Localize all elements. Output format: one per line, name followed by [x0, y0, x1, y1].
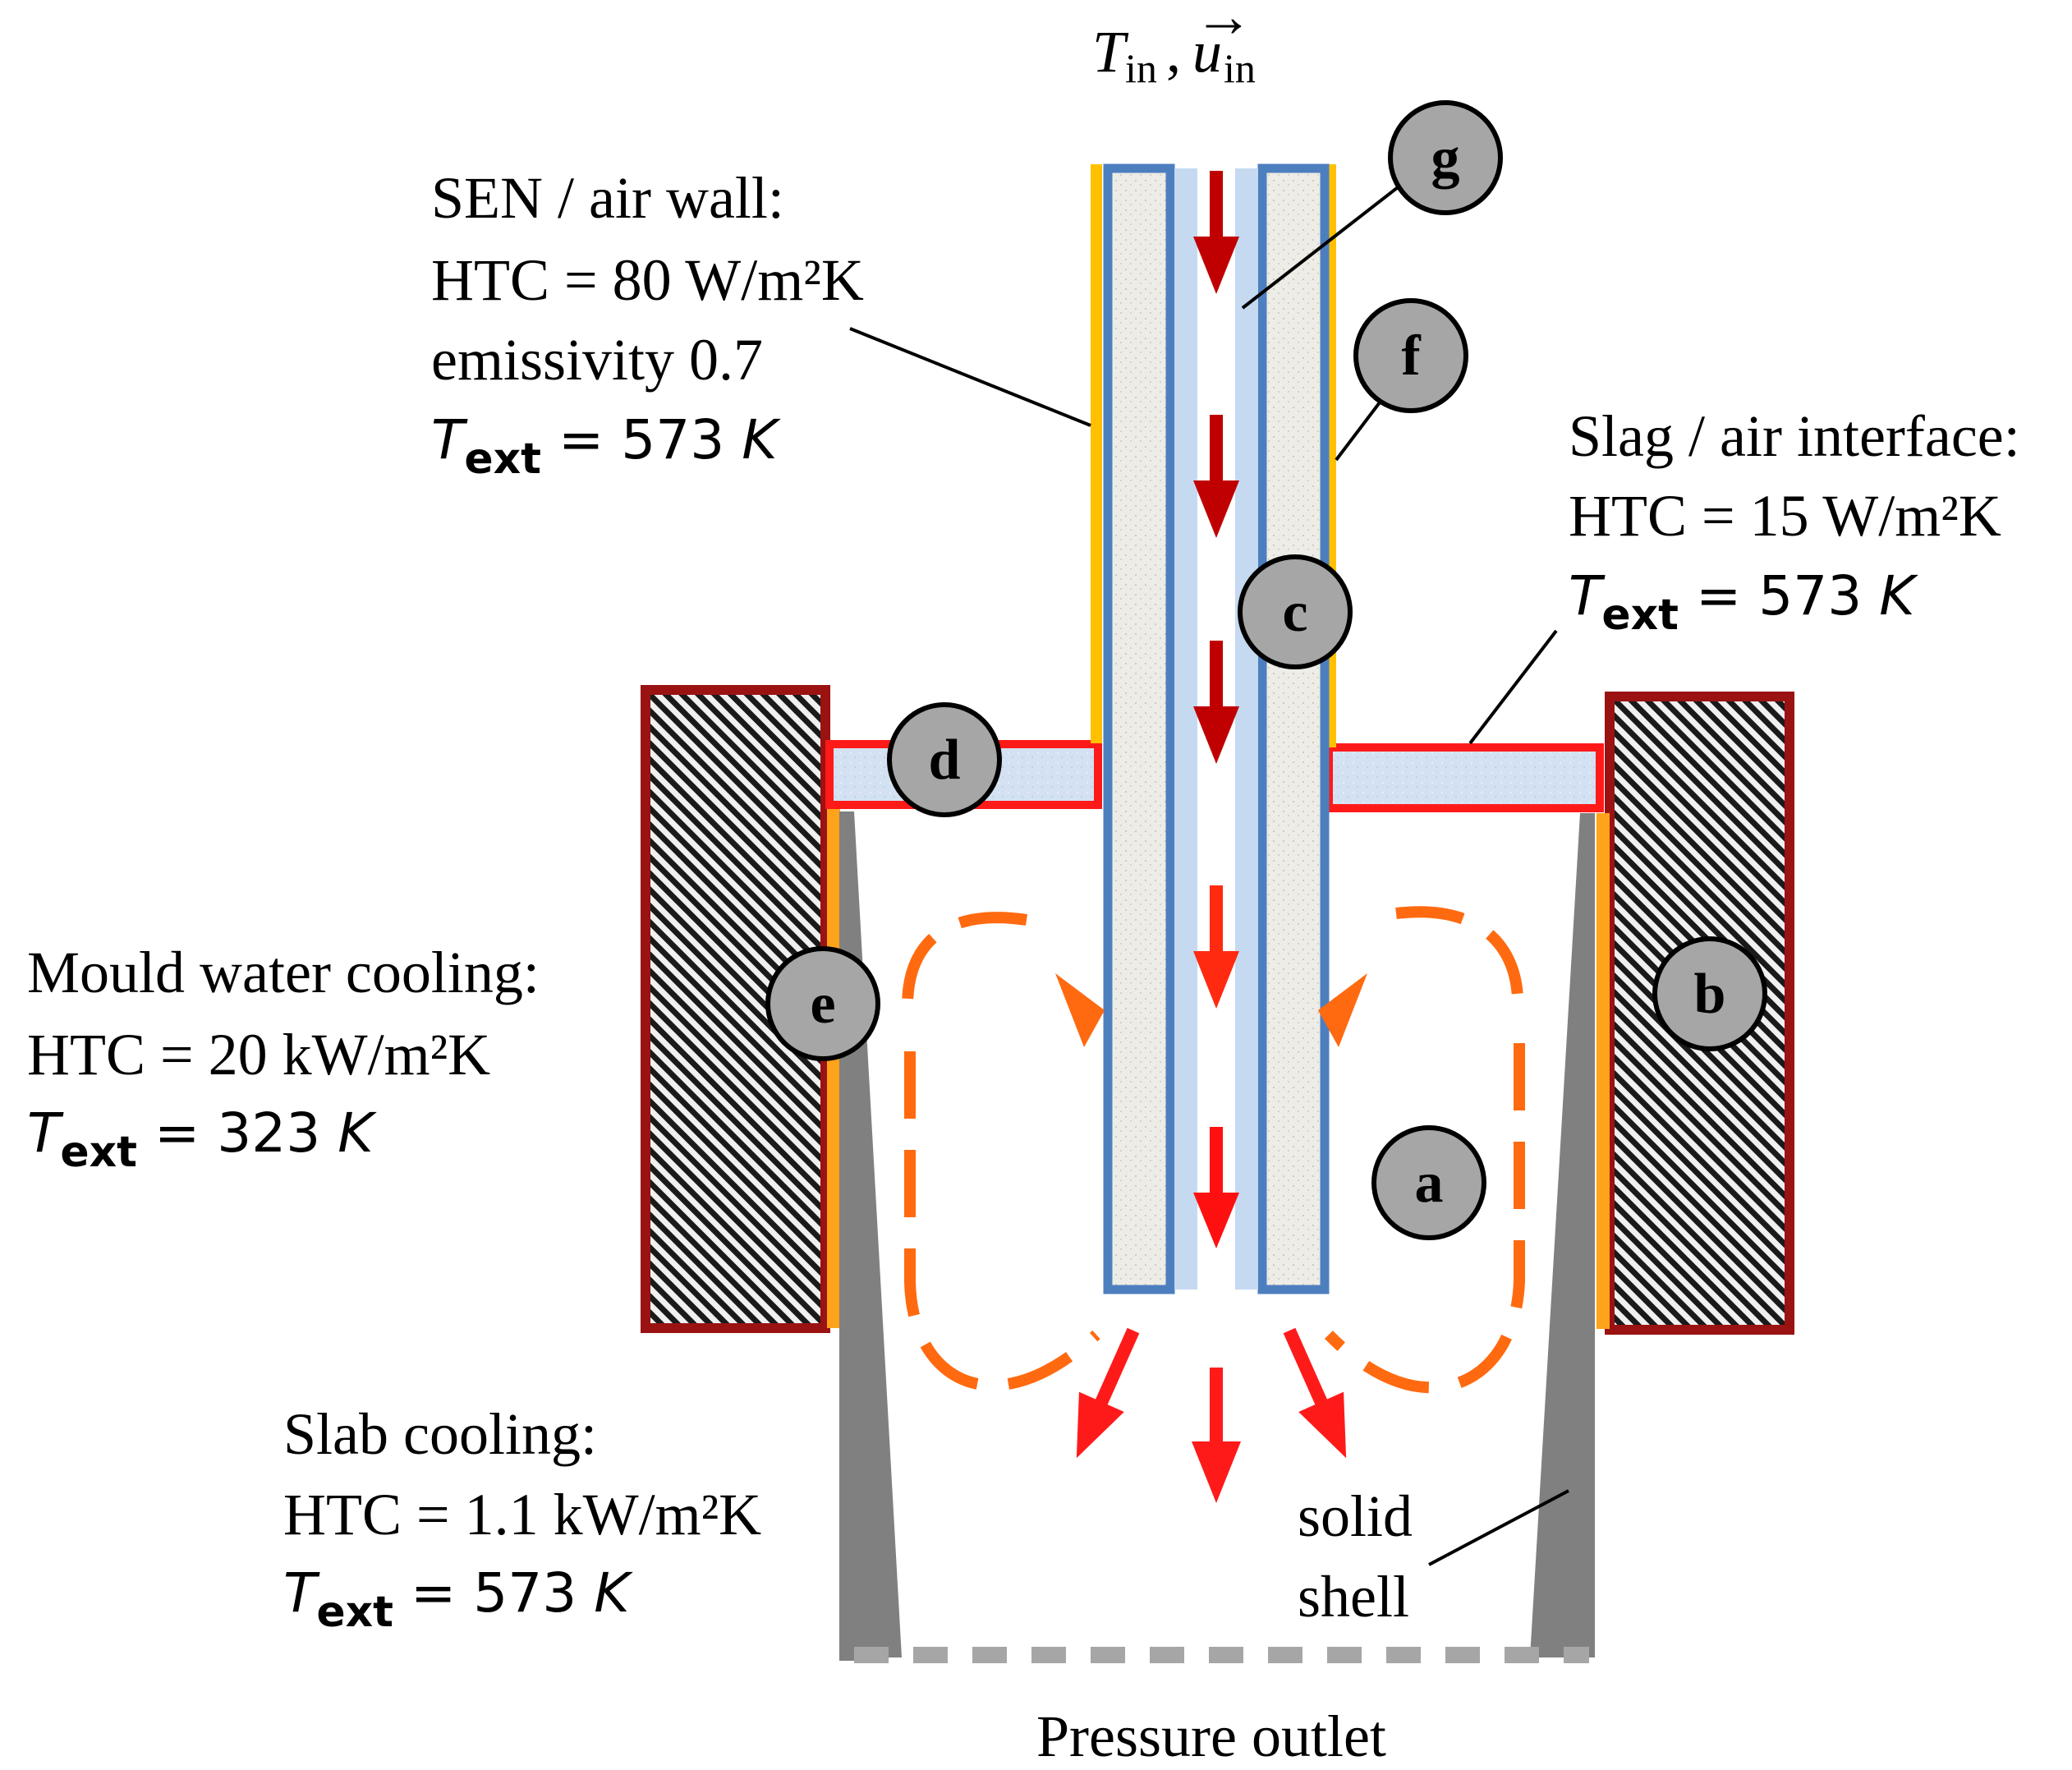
- sen-air-wall-title: SEN / air wall:: [431, 165, 784, 231]
- marker-g-label: g: [1431, 126, 1460, 190]
- marker-c: c: [1238, 554, 1353, 669]
- sen-air-wall-left: [1091, 164, 1102, 743]
- slag-air-text: Text = 573 K: [1569, 564, 1918, 640]
- sen-air-wall-text: Text = 573 K: [431, 408, 781, 484]
- marker-b: b: [1652, 936, 1767, 1051]
- slag-air-title: Slag / air interface:: [1569, 403, 2020, 469]
- recirculation-left-lower: [904, 1051, 1100, 1391]
- flow-arrow: [1193, 171, 1239, 294]
- recirculation-right-upper: [1395, 906, 1523, 999]
- solid-shell-line1: solid: [1298, 1483, 1413, 1549]
- slab-cooling-label: Slab cooling: HTC = 1.1 kW/m²K Text = 57…: [283, 1401, 761, 1637]
- marker-e: e: [765, 946, 880, 1061]
- marker-d-label: d: [929, 729, 961, 792]
- sen-air-wall-htc: HTC = 80 W/m²K: [431, 247, 864, 313]
- pressure-outlet-label: Pressure outlet: [1036, 1703, 1386, 1769]
- sen-lining-right: [1235, 168, 1258, 1290]
- inlet-T: T: [1092, 19, 1129, 85]
- jet-arrow-center: [1192, 1368, 1241, 1503]
- flow-arrow: [1193, 1127, 1239, 1248]
- inlet-u-sub: in: [1224, 45, 1256, 91]
- recirculation-right-lower: [1324, 1043, 1525, 1394]
- sen-flow-arrows: [1193, 171, 1239, 1248]
- slab-cooling-htc: HTC = 1.1 kW/m²K: [283, 1482, 761, 1547]
- leader-slag-air: [1468, 629, 1558, 745]
- slab-cooling-title: Slab cooling:: [283, 1401, 597, 1467]
- sen-lining-left: [1174, 168, 1197, 1290]
- inlet-label: T in , u → in: [1092, 0, 1256, 91]
- inlet-T-sub: in: [1125, 45, 1157, 91]
- mould-right-gap-layer: [1596, 813, 1610, 1329]
- mould-water-title: Mould water cooling:: [27, 940, 540, 1005]
- marker-c-label: c: [1282, 581, 1307, 644]
- svg-text:→: →: [1194, 0, 1253, 49]
- slag-air-label: Slag / air interface: HTC = 15 W/m²K Tex…: [1569, 403, 2020, 640]
- leader-lines: [849, 177, 1569, 1566]
- flow-arrow: [1193, 415, 1239, 538]
- marker-a: a: [1371, 1125, 1486, 1240]
- sen-wall-left: [1103, 163, 1175, 1294]
- leader-solid-shell: [1428, 1489, 1569, 1566]
- slab-cooling-text: Text = 573 K: [283, 1561, 633, 1637]
- marker-g: g: [1388, 100, 1503, 215]
- sen-air-wall-emissivity: emissivity 0.7: [431, 327, 763, 393]
- solid-shell-right: [1530, 813, 1595, 1657]
- solid-shell-line2: shell: [1298, 1564, 1409, 1630]
- leader-g: [1241, 177, 1410, 310]
- mould-left-gap-layer: [827, 809, 840, 1328]
- marker-f-label: f: [1401, 324, 1421, 388]
- leader-sen-air-wall: [849, 327, 1091, 427]
- flow-arrow: [1193, 641, 1239, 764]
- sen-air-wall-label: SEN / air wall: HTC = 80 W/m²K emissivit…: [431, 165, 864, 484]
- marker-a-label: a: [1415, 1152, 1444, 1215]
- svg-text:,: ,: [1166, 19, 1181, 85]
- marker-e-label: e: [810, 972, 835, 1036]
- marker-f: f: [1353, 298, 1468, 413]
- recirculation-left-upper: [902, 912, 1028, 1007]
- leader-f: [1335, 401, 1381, 462]
- inlet-u: u: [1192, 19, 1222, 85]
- mould-water-text: Text = 323 K: [27, 1101, 377, 1177]
- marker-d: d: [887, 702, 1002, 817]
- mould-water-htc: HTC = 20 kW/m²K: [27, 1022, 490, 1087]
- jet-arrows: [1076, 1327, 1347, 1503]
- recirculation-arrowheads: [1055, 973, 1367, 1047]
- recirculation-flow: [902, 906, 1525, 1394]
- slag-air-htc: HTC = 15 W/m²K: [1569, 483, 2001, 549]
- flow-arrow: [1193, 885, 1239, 1009]
- sen-wall-right: [1257, 163, 1330, 1294]
- jet-arrow-left: [1076, 1327, 1140, 1459]
- marker-b-label: b: [1694, 963, 1726, 1026]
- slag-right: [1325, 743, 1604, 812]
- mould-water-label: Mould water cooling: HTC = 20 kW/m²K Tex…: [27, 940, 540, 1177]
- solid-shell-left: [839, 811, 902, 1657]
- jet-arrow-right: [1283, 1327, 1347, 1459]
